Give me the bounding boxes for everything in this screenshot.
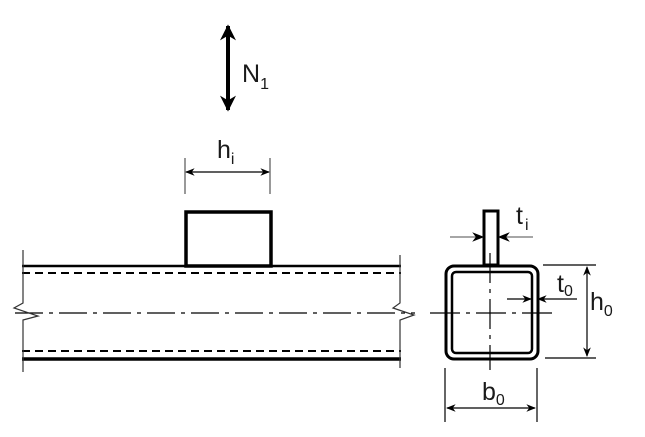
force-label: N1 xyxy=(242,60,269,93)
chord-height-label: h0 xyxy=(590,288,613,320)
brace-width-dimension xyxy=(184,158,271,194)
chord-height-dimension xyxy=(543,264,596,359)
chord-thickness-label: t0 xyxy=(557,270,573,300)
brace-plate-elevation xyxy=(184,210,273,268)
chord-cross-section xyxy=(430,209,552,370)
chord-width-label: b0 xyxy=(482,378,505,409)
chord-width-dimension xyxy=(444,368,538,422)
chord-elevation xyxy=(12,250,416,372)
brace-width-label: hi xyxy=(217,136,234,168)
